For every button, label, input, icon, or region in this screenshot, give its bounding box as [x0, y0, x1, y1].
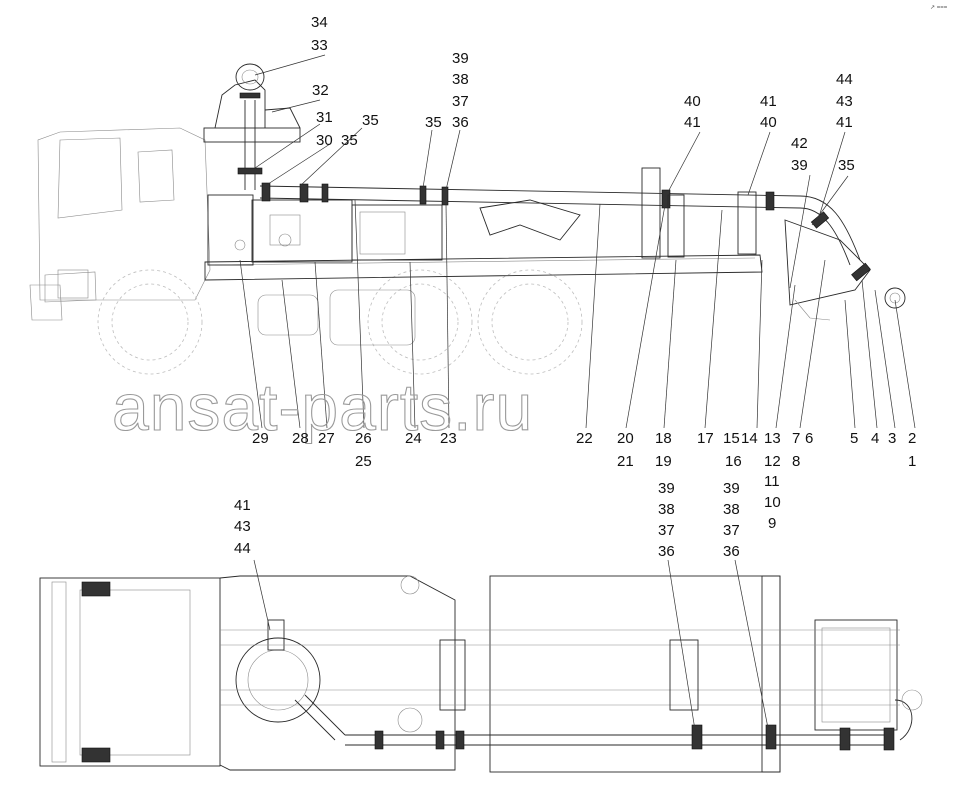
callout: 42 [791, 135, 808, 152]
callout: 36 [723, 543, 740, 560]
callout: 2 [908, 430, 916, 447]
callout: 29 [252, 430, 269, 447]
plan-cab [39, 577, 221, 767]
callout: 40 [760, 114, 777, 131]
rear-assembly [479, 195, 906, 321]
leader-lines [239, 54, 916, 731]
callout: 25 [355, 453, 372, 470]
callout: 37 [452, 93, 469, 110]
rear-wheel-1 [367, 269, 473, 375]
callout: 34 [311, 14, 328, 31]
callout: 44 [836, 71, 853, 88]
callout: 39 [791, 157, 808, 174]
callout: 33 [311, 37, 328, 54]
callout: 18 [655, 430, 672, 447]
callout: 20 [617, 430, 634, 447]
callout: 40 [684, 93, 701, 110]
chassis-frame [204, 254, 763, 346]
callout: 39 [452, 50, 469, 67]
callout: 35 [425, 114, 442, 131]
callout: 36 [658, 543, 675, 560]
callout: 24 [405, 430, 422, 447]
callout: 41 [684, 114, 701, 131]
callout: 14 [741, 430, 758, 447]
callout: 37 [658, 522, 675, 539]
callout: 11 [764, 473, 780, 490]
callout: 26 [355, 430, 372, 447]
callout: 35 [362, 112, 379, 129]
plan-view [39, 575, 923, 773]
callout: 41 [234, 497, 251, 514]
callout: 5 [850, 430, 858, 447]
callout: 6 [805, 430, 813, 447]
callout: 38 [658, 501, 675, 518]
callout: 30 [316, 132, 333, 149]
callout: 35 [838, 157, 855, 174]
callout: 31 [316, 109, 333, 126]
callout: 8 [792, 453, 800, 470]
callout: 35 [341, 132, 358, 149]
callout: 39 [658, 480, 675, 497]
callout: 17 [697, 430, 714, 447]
callout: 16 [725, 453, 742, 470]
main-pipe [259, 182, 801, 211]
callout: 41 [836, 114, 853, 131]
callout: 13 [764, 430, 781, 447]
watermark: ansat-parts.ru [112, 370, 533, 444]
callout: 43 [836, 93, 853, 110]
callout: 9 [768, 515, 776, 532]
rear-wheel-2 [477, 269, 583, 375]
callout: 22 [576, 430, 593, 447]
callout: 36 [452, 114, 469, 131]
callout: 44 [234, 540, 251, 557]
callout: 15 [723, 430, 740, 447]
front-wheel [97, 269, 203, 375]
callout: 38 [452, 71, 469, 88]
plan-pipe [294, 689, 923, 751]
callout: 39 [723, 480, 740, 497]
equipment-block [207, 194, 443, 266]
callout: 12 [764, 453, 781, 470]
callout: 21 [617, 453, 634, 470]
callout: 1 [908, 453, 916, 470]
side-view [29, 63, 906, 375]
callout: 19 [655, 453, 672, 470]
callouts-side: 34 33 32 31 30 35 35 35 39 38 37 36 40 4… [252, 14, 916, 532]
callout: 3 [888, 430, 896, 447]
callout: 28 [292, 430, 309, 447]
callouts-plan: 41 43 44 39 38 37 36 39 38 37 36 [234, 480, 740, 560]
callout: 4 [871, 430, 879, 447]
callout: 38 [723, 501, 740, 518]
callout: 41 [760, 93, 777, 110]
callout: 7 [792, 430, 800, 447]
truck-cab [29, 127, 211, 321]
callout: 43 [234, 518, 251, 535]
callout: 37 [723, 522, 740, 539]
corner-mark: ↗ === [930, 5, 948, 11]
turret-mast [203, 63, 301, 190]
callout: 27 [318, 430, 335, 447]
callout: 32 [312, 82, 329, 99]
callout: 23 [440, 430, 457, 447]
callout: 10 [764, 494, 781, 511]
